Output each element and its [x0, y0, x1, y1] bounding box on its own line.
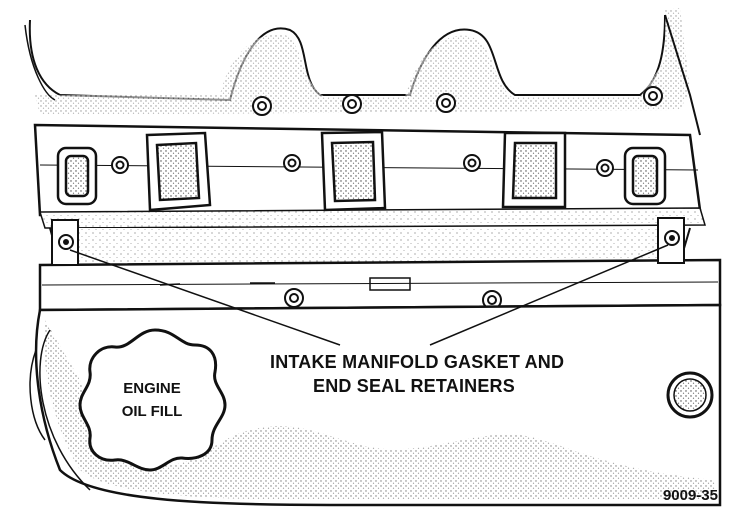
oil-fill-cap-icon	[78, 328, 227, 472]
figure-number: 9009-35	[663, 487, 718, 504]
oil-fill-label-line1: ENGINE	[123, 380, 181, 397]
callout-label-line2: END SEAL RETAINERS	[313, 376, 515, 396]
flange-bolts	[111, 154, 614, 177]
end-seal-retainer-left	[51, 219, 79, 266]
callout-label-line1: INTAKE MANIFOLD GASKET AND	[270, 352, 564, 372]
lower-bolts	[284, 288, 502, 310]
block-valley	[38, 227, 722, 312]
callout-leader-lines	[69, 244, 669, 346]
breather-plug	[666, 371, 714, 419]
upper-bolts	[252, 86, 663, 116]
intake-ports	[56, 130, 667, 212]
oil-fill-label-line2: OIL FILL	[122, 403, 183, 420]
end-seal-retainer-right	[657, 217, 685, 264]
valve-cover	[24, 8, 701, 136]
